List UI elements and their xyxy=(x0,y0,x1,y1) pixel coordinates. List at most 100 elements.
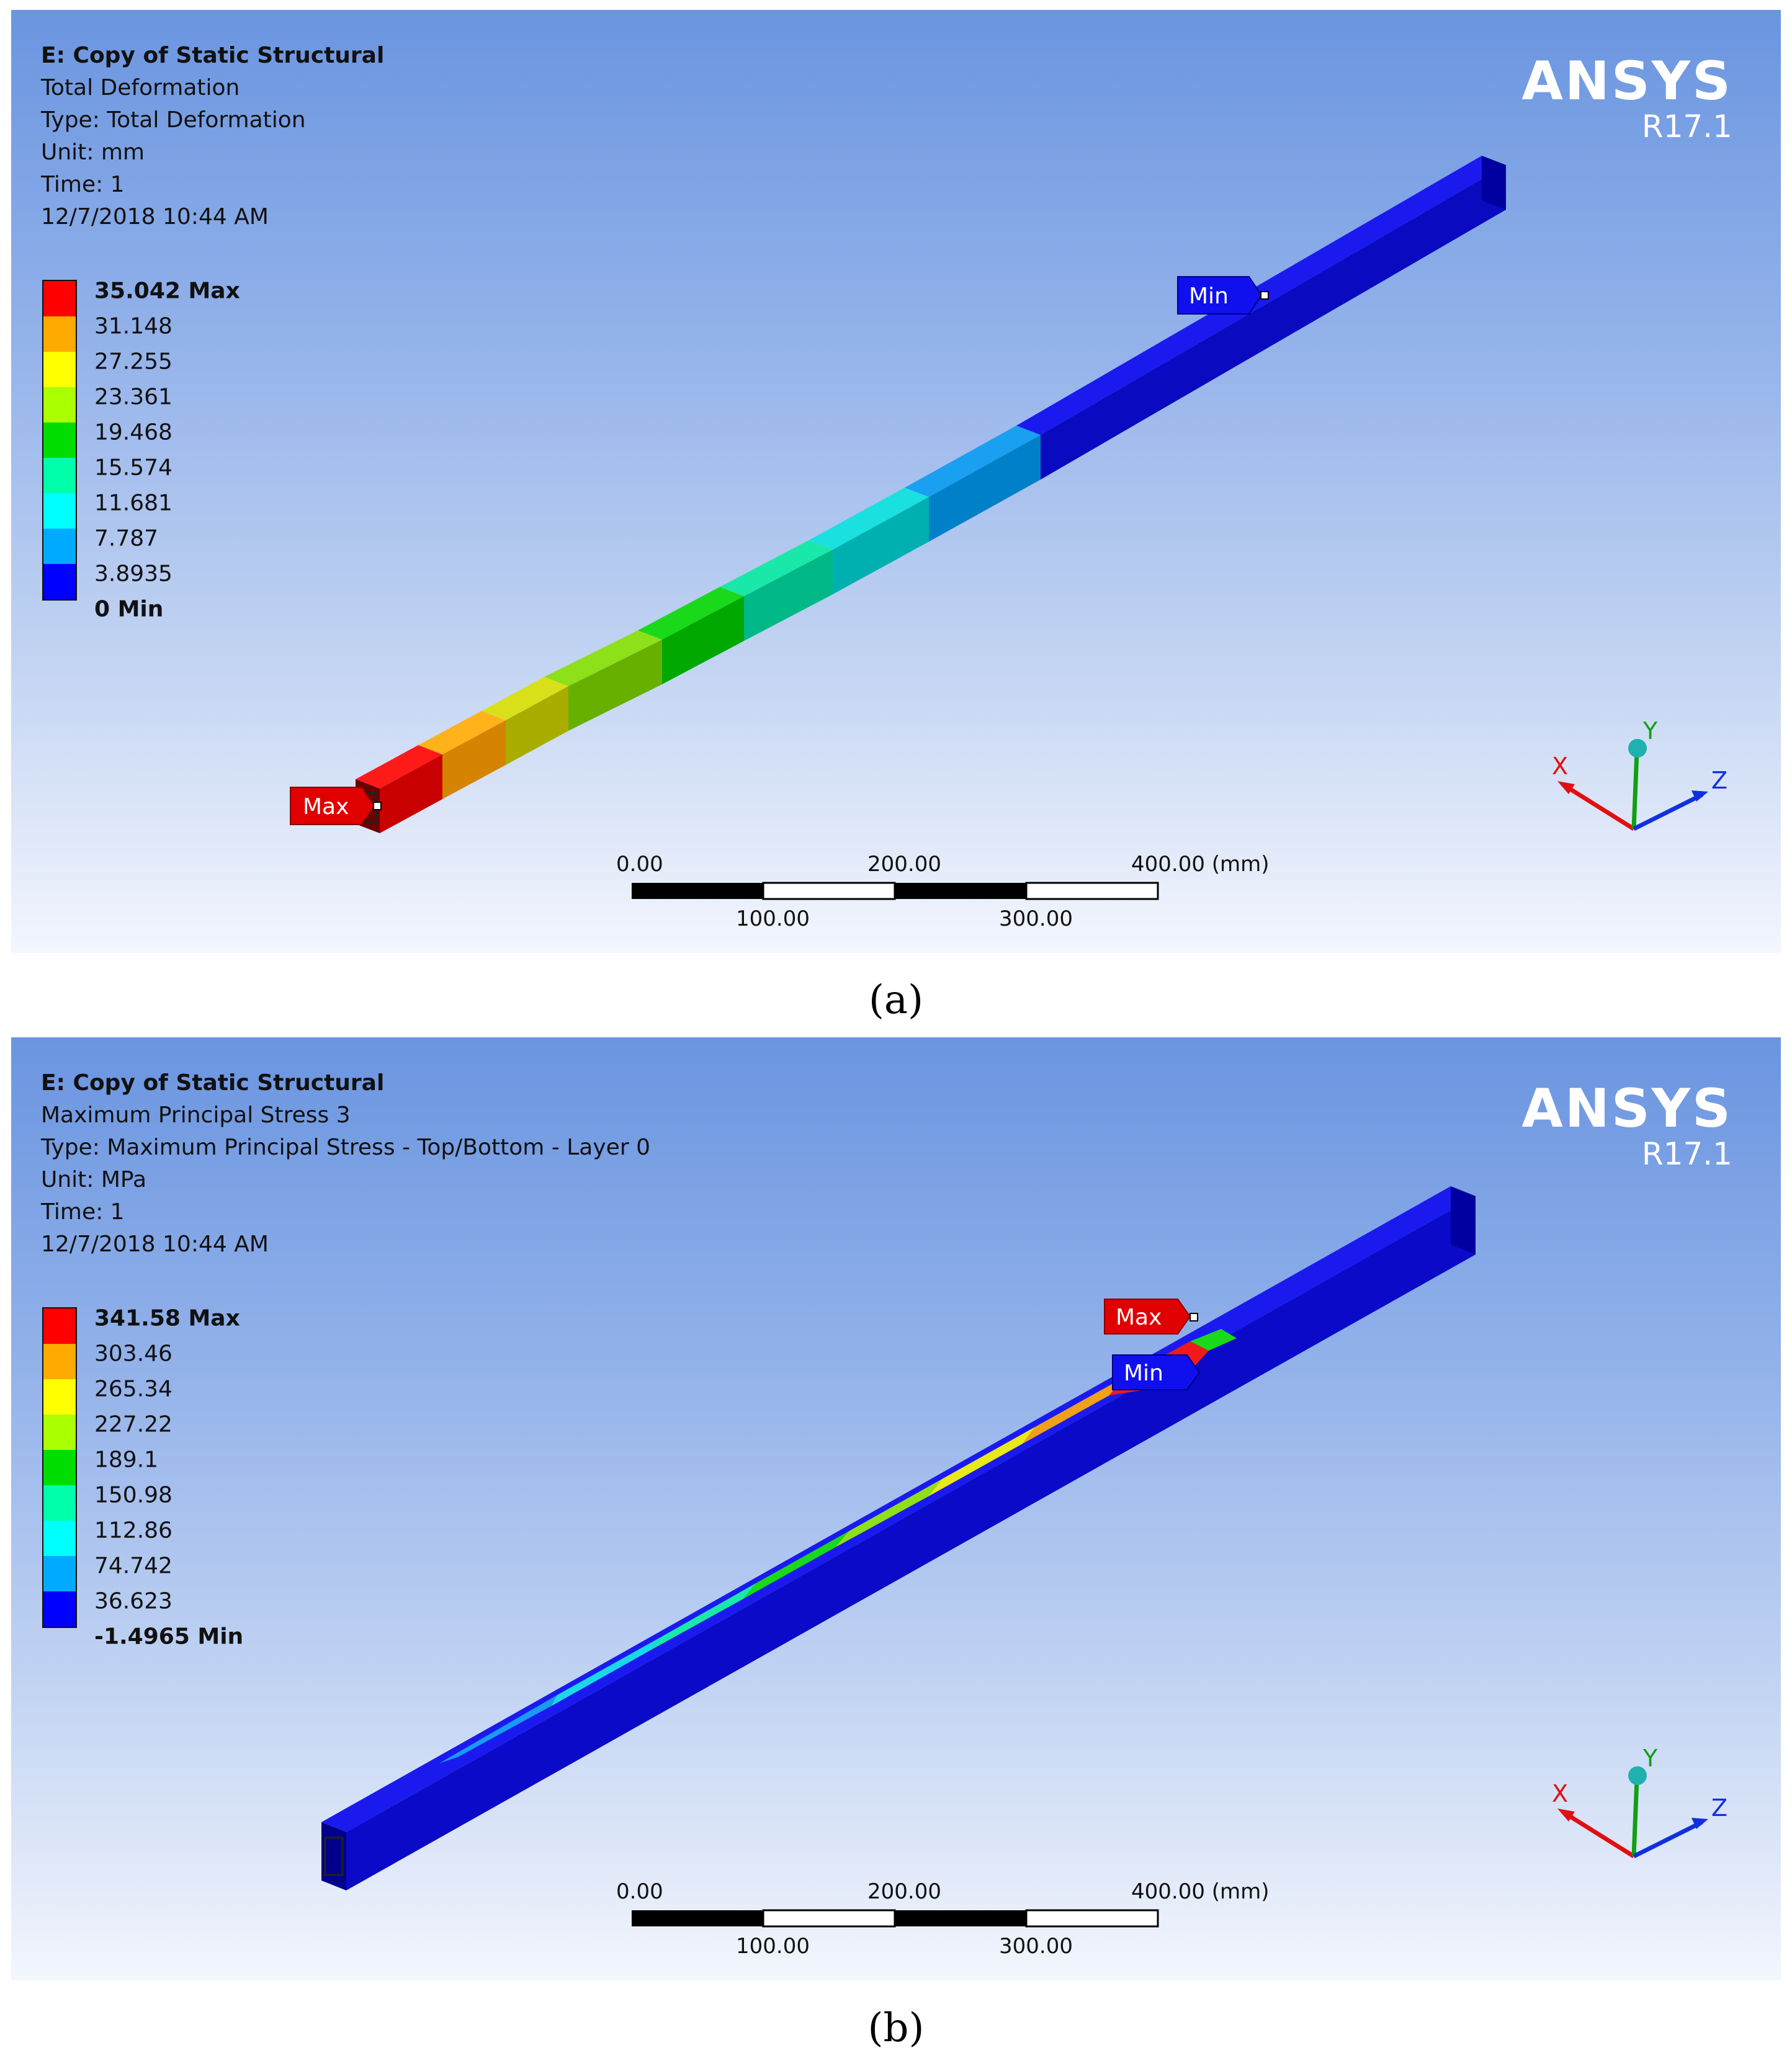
viewport-total-deformation[interactable]: E: Copy of Static Structural Total Defor… xyxy=(11,10,1781,953)
legend-label: 74.742 xyxy=(94,1553,172,1579)
legend-label: 265.34 xyxy=(94,1376,172,1402)
min-probe[interactable]: Min xyxy=(1112,1354,1201,1390)
legend-label: 23.361 xyxy=(94,384,172,410)
legend-swatch xyxy=(43,1308,76,1344)
logo-version: R17.1 xyxy=(1641,1136,1732,1172)
legend-swatch xyxy=(43,281,76,316)
beam-face xyxy=(442,720,506,799)
stress-band xyxy=(835,1479,942,1547)
model-scene[interactable]: Max Min 0.00 200.00 400.00 (mm) 100.00 3… xyxy=(11,1037,1781,1980)
stress-band xyxy=(650,1583,756,1650)
probe-marker xyxy=(373,802,382,810)
legend-label: 303.46 xyxy=(94,1341,172,1367)
beam-face xyxy=(662,596,744,684)
legend-label: 150.98 xyxy=(94,1482,172,1508)
result-timestamp: 12/7/2018 10:44 AM xyxy=(41,1232,269,1257)
analysis-title: E: Copy of Static Structural xyxy=(41,1070,385,1096)
ansys-logo: ANSYS R17.1 xyxy=(1521,53,1732,144)
viewport-max-principal-stress[interactable]: E: Copy of Static Structural Maximum Pri… xyxy=(11,1037,1781,1980)
result-type: Type: Maximum Principal Stress - Top/Bot… xyxy=(41,1135,650,1160)
beam-face xyxy=(346,1196,1476,1890)
result-name: Total Deformation xyxy=(41,75,240,101)
max-probe[interactable]: Max xyxy=(1104,1299,1198,1335)
x-axis-label: X xyxy=(1552,753,1568,780)
legend-swatch xyxy=(43,529,76,564)
result-unit: Unit: mm xyxy=(41,140,145,165)
scale-tick-label: 400.00 (mm) xyxy=(1131,1879,1270,1904)
min-probe-label: Min xyxy=(1189,284,1229,309)
beam-face xyxy=(905,426,1041,497)
beam-face xyxy=(380,754,442,833)
legend-swatch xyxy=(43,423,76,458)
model-scene[interactable]: Max Min 0.00 200.00 400.00 (mm) 100.00 3… xyxy=(11,10,1781,953)
legend-color-bar xyxy=(42,280,77,601)
legend-swatch xyxy=(43,1556,76,1591)
z-axis-label: Z xyxy=(1711,1794,1727,1822)
beam-model[interactable] xyxy=(356,156,1506,833)
legend-swatch xyxy=(43,1485,76,1521)
axis-triad[interactable]: X Y Z xyxy=(1552,717,1727,831)
result-time: Time: 1 xyxy=(41,1199,125,1225)
min-probe[interactable]: Min xyxy=(1177,276,1269,315)
legend-label-min: 0 Min xyxy=(94,596,164,622)
legend-swatch xyxy=(43,493,76,529)
ansys-logo: ANSYS R17.1 xyxy=(1521,1081,1732,1171)
beam-end-cap xyxy=(1451,1186,1476,1254)
legend-label-max: 35.042 Max xyxy=(94,278,240,304)
scale-tick-label: 200.00 xyxy=(867,1879,941,1904)
result-time: Time: 1 xyxy=(41,172,125,197)
triad-sphere xyxy=(1628,739,1647,758)
scale-bar: 0.00 200.00 400.00 (mm) 100.00 300.00 xyxy=(616,852,1270,931)
legend-label: 3.8935 xyxy=(94,561,172,587)
beam-face xyxy=(356,745,442,789)
scale-tick-label: 300.00 xyxy=(999,1934,1073,1959)
y-axis-arrow xyxy=(1631,751,1639,830)
scale-tick-label: 0.00 xyxy=(616,1879,663,1904)
stress-band xyxy=(1190,1329,1237,1351)
legend-swatch xyxy=(43,1521,76,1556)
analysis-title: E: Copy of Static Structural xyxy=(41,43,385,68)
legend-color-bar xyxy=(42,1307,77,1628)
legend-label: 227.22 xyxy=(94,1411,172,1438)
logo-version: R17.1 xyxy=(1641,109,1732,145)
max-probe[interactable]: Max xyxy=(290,787,382,825)
legend-label: 31.148 xyxy=(94,313,172,339)
result-timestamp: 12/7/2018 10:44 AM xyxy=(41,204,269,230)
max-probe-label: Max xyxy=(1116,1305,1162,1330)
figure-caption-a: (a) xyxy=(868,977,924,1023)
logo-name: ANSYS xyxy=(1521,50,1732,112)
y-axis-arrow xyxy=(1631,1778,1639,1857)
legend-swatch xyxy=(43,458,76,493)
z-axis-arrow xyxy=(1633,792,1703,831)
beam-cross-section xyxy=(324,1836,344,1876)
result-type: Type: Total Deformation xyxy=(41,107,306,133)
scale-tick-label: 100.00 xyxy=(736,906,810,931)
legend-label: 27.255 xyxy=(94,349,172,375)
legend-label: 19.468 xyxy=(94,419,172,445)
beam-face xyxy=(833,497,929,594)
beam-model[interactable] xyxy=(321,1186,1476,1890)
beam-face xyxy=(544,630,662,686)
figure-caption-b: (b) xyxy=(867,2005,925,2051)
legend-swatch xyxy=(43,564,76,599)
x-axis-label: X xyxy=(1552,1780,1568,1807)
result-name: Maximum Principal Stress 3 xyxy=(41,1102,351,1128)
axis-triad[interactable]: X Y Z xyxy=(1552,1745,1727,1859)
result-info: E: Copy of Static Structural Maximum Pri… xyxy=(41,1067,650,1261)
legend-label: 112.86 xyxy=(94,1518,172,1544)
stress-band xyxy=(1023,1379,1122,1444)
legend-swatch xyxy=(43,387,76,423)
stress-band xyxy=(439,1695,557,1763)
legend-label-max: 341.58 Max xyxy=(94,1305,240,1331)
beam-face xyxy=(720,540,833,596)
legend-label: 7.787 xyxy=(94,525,159,552)
legend-swatch xyxy=(43,1344,76,1379)
z-axis-arrow xyxy=(1633,1820,1703,1859)
beam-face xyxy=(506,686,568,765)
beam-end-cap xyxy=(1482,156,1506,210)
scale-tick-label: 400.00 (mm) xyxy=(1131,852,1270,877)
stress-band xyxy=(928,1427,1035,1496)
beam-face xyxy=(568,640,662,731)
legend-swatch xyxy=(43,1450,76,1485)
scale-tick-label: 200.00 xyxy=(867,852,941,877)
